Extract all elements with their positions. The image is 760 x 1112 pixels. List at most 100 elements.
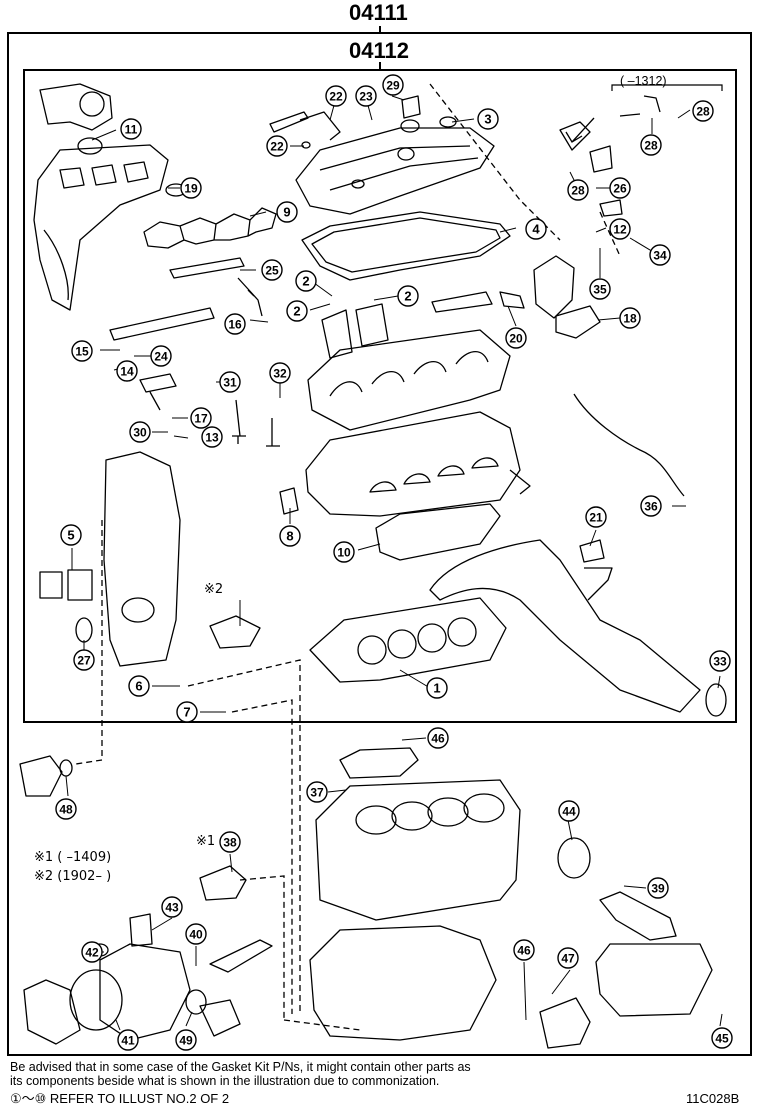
illustration-code: 11C028B: [686, 1091, 740, 1106]
callout-circle: [219, 831, 241, 853]
callout-label: 20: [509, 332, 523, 346]
callout-4: 4: [525, 218, 547, 240]
callout-circle: [71, 340, 93, 362]
callout-label: 39: [651, 882, 665, 896]
oil-pump-drawing: [339, 747, 419, 779]
callout-circle: [709, 650, 731, 672]
callout-circle: [333, 541, 355, 563]
callout-37: 37: [306, 781, 328, 803]
kit-number-outer: 04111: [349, 0, 408, 25]
callout-22: 22: [266, 135, 288, 157]
callout-label: 15: [75, 345, 89, 359]
callout-circle: [609, 177, 631, 199]
part-drawings: [19, 83, 727, 1049]
callout-circle: [649, 244, 671, 266]
callout-circle: [306, 781, 328, 803]
callout-label: 22: [270, 140, 284, 154]
callout-circle: [190, 407, 212, 429]
camshaft-housing-drawing: [307, 329, 511, 431]
callout-circle: [325, 85, 347, 107]
callout-label: 33: [713, 655, 727, 669]
water-bypass-pipe-drawing: [209, 939, 273, 973]
callout-21: 21: [585, 506, 607, 528]
cam-bracket-drawing: [321, 303, 389, 359]
callout-circle: [711, 1027, 733, 1049]
callout-18: 18: [619, 307, 641, 329]
callout-circle: [513, 939, 535, 961]
callout-circle: [224, 313, 246, 335]
callout-16: 16: [224, 313, 246, 335]
callout-12: 12: [609, 218, 631, 240]
footer-disclaimer-line2: its components beside what is shown in t…: [10, 1074, 440, 1088]
callout-35: 35: [589, 278, 611, 300]
callout-32: 32: [269, 362, 291, 384]
applicability-note-2: ※2 (1902– ): [34, 869, 112, 884]
callout-circle: [426, 677, 448, 699]
applicability-note-1: ※1 ( –1409): [34, 850, 112, 865]
callout-label: 42: [85, 946, 99, 960]
callout-7: 7: [176, 701, 198, 723]
cylinder-head-drawing: [305, 411, 521, 517]
callout-circle: [120, 118, 142, 140]
callout-label: 29: [386, 79, 400, 93]
callout-label: 28: [696, 105, 710, 119]
callout-label: 28: [571, 184, 585, 198]
callout-label: 24: [154, 350, 168, 364]
callout-label: 47: [561, 952, 575, 966]
callout-33: 33: [709, 650, 731, 672]
egr-pipe-drawing: [431, 291, 525, 313]
callout-label: 19: [184, 182, 198, 196]
callout-40: 40: [185, 923, 207, 945]
callout-42: 42: [81, 941, 103, 963]
callout-circle: [427, 727, 449, 749]
callout-label: 44: [562, 805, 576, 819]
callout-label: 27: [77, 654, 91, 668]
callout-label: 37: [310, 786, 324, 800]
callout-circle: [276, 201, 298, 223]
intake-manifold-drawing: [33, 144, 169, 311]
callout-label: 1: [433, 681, 440, 696]
callout-28: 28: [692, 100, 714, 122]
callout-circle: [567, 179, 589, 201]
callout-22: 22: [325, 85, 347, 107]
callout-label: 46: [517, 944, 531, 958]
callout-label: 34: [653, 249, 667, 263]
callout-label: 2: [404, 289, 411, 304]
callout-label: 45: [715, 1032, 729, 1046]
callout-circle: [219, 371, 241, 393]
callout-39: 39: [647, 877, 669, 899]
kit-number-inner: 04112: [349, 38, 409, 63]
callout-circle: [585, 506, 607, 528]
callout-circle: [477, 108, 499, 130]
callout-label: 22: [329, 90, 343, 104]
callout-circle: [161, 896, 183, 918]
inner-kit-frame: [23, 69, 737, 723]
callout-26: 26: [609, 177, 631, 199]
callout-27: 27: [73, 649, 95, 671]
footer-refer-note: ①～⑩ REFER TO ILLUST NO.2 OF 2: [10, 1091, 230, 1106]
egr-valve-drawing: [533, 255, 575, 319]
callout-2: 2: [286, 300, 308, 322]
exhaust-gasket-drawing: [375, 503, 501, 561]
callout-2: 2: [397, 285, 419, 307]
callout-2: 2: [295, 270, 317, 292]
callout-circle: [150, 345, 172, 367]
oil-pan-drawing: [595, 943, 713, 1017]
note-mark-49: ※2: [204, 582, 224, 597]
note-mark-37: ※1: [196, 834, 216, 849]
callout-circle: [60, 524, 82, 546]
callout-circle: [81, 941, 103, 963]
callout-label: 40: [189, 928, 203, 942]
callout-label: 48: [59, 803, 73, 817]
callout-45: 45: [711, 1027, 733, 1049]
callout-circle: [589, 278, 611, 300]
callout-label: 25: [265, 264, 279, 278]
cylinder-block-drawing: [315, 779, 521, 921]
callout-11: 11: [120, 118, 142, 140]
callout-label: 26: [613, 182, 627, 196]
callout-9: 9: [276, 201, 298, 223]
callout-circle: [261, 259, 283, 281]
callout-circle: [269, 362, 291, 384]
callout-3: 3: [477, 108, 499, 130]
